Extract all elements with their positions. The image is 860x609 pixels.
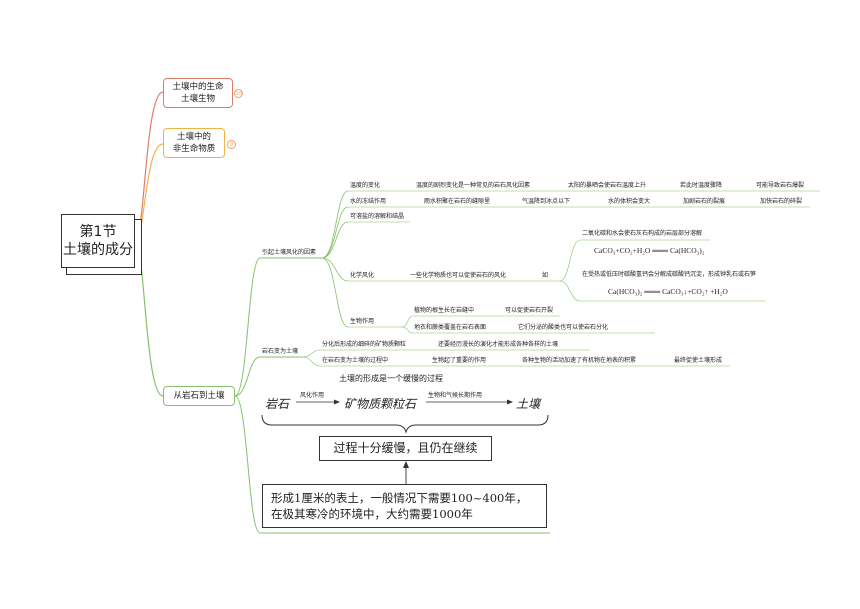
temp-chain-2: 太阳的暴晒会使岩石温度上升 <box>568 182 647 189</box>
topic-nonliving-matter[interactable]: 土壤中的 非生命物质 <box>163 128 225 158</box>
root-title-line1: 第1节 <box>79 224 117 240</box>
topsoil-line2: 在极其寒冷的环境中，大约需要1000年 <box>271 507 473 521</box>
temp-chain-4: 可能导致岩石爆裂 <box>756 182 805 189</box>
chem-detail-2: 在受热或低压时碳酸氢钙会分解成碳酸钙沉淀，形成钟乳石或石笋 <box>582 271 757 278</box>
temp-change-label[interactable]: 温度的变化 <box>350 182 381 189</box>
slow-process-title: 土壤的形成是一个缓慢的过程 <box>339 374 443 383</box>
topsoil-time-box: 形成1厘米的表土，一般情况下需要100~400年， 在极其寒冷的环境中，大约需要… <box>262 484 547 528</box>
topic-soil-life[interactable]: 土壤中的生命 土壤生物 <box>163 78 233 108</box>
rock-to-soil-label[interactable]: 岩石变为土壤 <box>262 348 299 355</box>
topic-nonliving-line2: 非生命物质 <box>172 144 216 154</box>
collapsed-count-badge[interactable]: 10 <box>234 89 243 98</box>
topic-soil-life-line1: 土壤中的生命 <box>172 82 224 92</box>
water-chain-2: 气温降到冰点以下 <box>522 198 571 205</box>
chem-weathering-label[interactable]: 化学风化 <box>350 272 375 279</box>
flow-minerals: 矿物质颗粒石 <box>344 397 417 411</box>
root-title-line2: 土壤的成分 <box>63 242 133 258</box>
bio-item-2-a: 地衣和蕨类覆盖在岩石表面 <box>414 324 487 331</box>
chem-detail-1: 二氧化碳和水会使石灰石构成的岩层部分溶解 <box>582 230 703 237</box>
chem-formula-2: Ca(HCO₃)₂ ═══ CaCO₃↓+CO₂↑ +H₂O <box>608 287 728 296</box>
bio-item-1-a: 植物的根生长在岩缝中 <box>414 307 475 314</box>
chem-formula-1: CaCO₃+CO₂+H₂O ═══ Ca(HCO₃)₂ <box>594 246 705 255</box>
temp-chain-1: 温度的剧烈变化是一种常见的岩石风化因素 <box>416 182 531 189</box>
temp-chain-3: 若此时温度骤降 <box>680 182 723 189</box>
chem-weathering-desc: 一些化学物质也可以促使岩石的风化 <box>410 272 507 279</box>
rock-row2-c: 各种生物的活动加速了有机物在地表的积累 <box>522 357 637 364</box>
topic-soil-life-line2: 土壤生物 <box>180 94 215 104</box>
flow-arrow2-label: 生物和气候长期作用 <box>428 392 483 399</box>
factors-label[interactable]: 引起土壤风化的因素 <box>262 249 317 256</box>
flow-rock: 岩石 <box>265 397 290 411</box>
rock-row2-b: 生物起了重要的作用 <box>432 357 487 364</box>
topic-rock-to-soil-label: 从岩石到土壤 <box>173 391 225 401</box>
root-node[interactable]: 第1节 土壤的成分 <box>61 214 135 268</box>
bio-item-2-b: 它们分泌的酸类也可以使岩石分化 <box>518 324 609 331</box>
rock-row1-a: 分化后形成的细碎的矿物质颗粒 <box>322 341 407 348</box>
topsoil-line1: 形成1厘米的表土，一般情况下需要100~400年， <box>271 491 528 505</box>
water-chain-5: 加快岩石的碎裂 <box>760 198 803 205</box>
flow-arrow1-label: 风化作用 <box>300 392 325 399</box>
bio-item-1-b: 可以促使岩石开裂 <box>505 307 554 314</box>
rock-row2-a: 在岩石变为土壤的过程中 <box>322 357 389 364</box>
topic-nonliving-line1: 土壤中的 <box>176 132 211 142</box>
chem-example-marker: 如 <box>542 272 549 279</box>
water-chain-3: 水的体积会变大 <box>608 198 651 205</box>
flowing-water-label[interactable]: 可溶盐的溶解和结晶 <box>350 213 405 220</box>
topic-rock-to-soil[interactable]: 从岩石到土壤 <box>163 386 235 406</box>
collapsed-count-badge[interactable]: 0 <box>227 140 236 149</box>
bio-action-label[interactable]: 生物作用 <box>350 318 375 325</box>
flow-soil: 土壤 <box>516 397 541 411</box>
water-chain-1: 雨水积聚在岩石的缝隙里 <box>424 198 491 205</box>
rock-row1-b: 还要经历漫长的演化才能形成各种各样的土壤 <box>438 341 559 348</box>
slow-process-box: 过程十分缓慢，且仍在继续 <box>319 436 492 461</box>
water-chain-4: 加剧岩石的裂痕 <box>683 198 726 205</box>
rock-row2-d: 最终促使土壤形成 <box>674 357 723 364</box>
water-freeze-label[interactable]: 水的冻结作用 <box>350 198 387 205</box>
